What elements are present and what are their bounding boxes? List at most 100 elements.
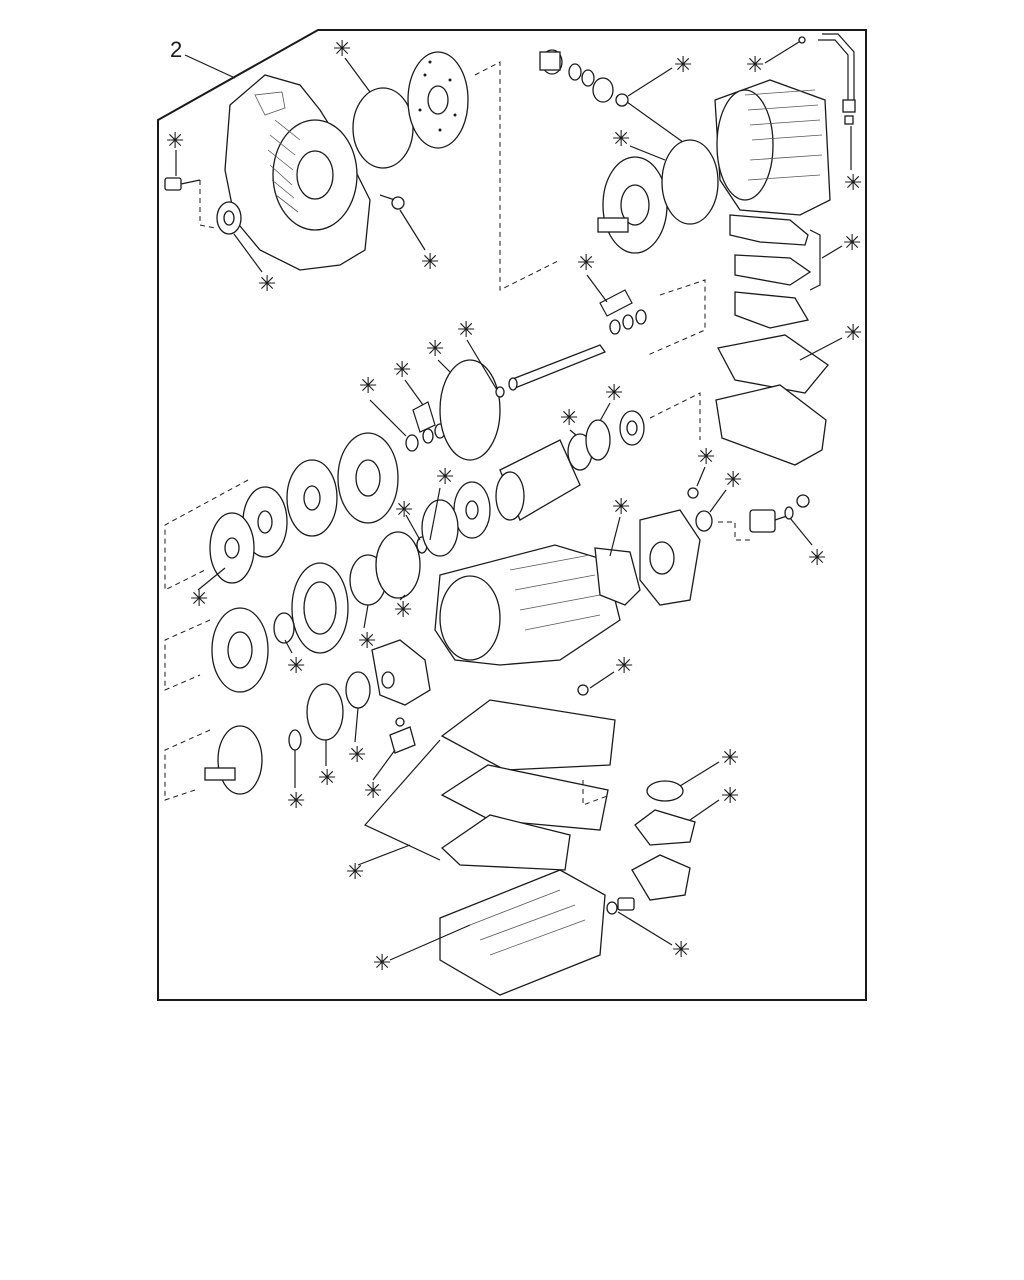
valve-body-gasket-b xyxy=(734,254,812,286)
small-o-ring-case xyxy=(577,684,589,696)
small-o-ring-b xyxy=(581,69,595,87)
svg-text:✳: ✳ xyxy=(672,938,690,963)
small-o-ring-a xyxy=(568,63,582,81)
callout-marker: ✳ xyxy=(821,231,861,259)
valve-body-gasket-a xyxy=(729,214,809,246)
svg-text:✳: ✳ xyxy=(843,231,861,256)
callout-marker: ✳ xyxy=(612,127,666,161)
svg-text:✳: ✳ xyxy=(615,654,633,679)
clutch-piston xyxy=(337,432,399,524)
svg-text:✳: ✳ xyxy=(348,743,366,768)
callout-marker: ✳ xyxy=(333,37,371,93)
speedo-nut xyxy=(796,494,810,508)
friction-disc-mid-c xyxy=(209,512,255,584)
callout-marker: ✳ xyxy=(457,318,498,391)
svg-text:✳: ✳ xyxy=(721,784,739,809)
housing-bolt-left xyxy=(164,177,201,191)
callout-marker: ✳ xyxy=(609,495,630,557)
callout-markers: ✳ ✳ ✳ ✳ ✳ ✳ ✳ ✳ ✳ ✳ ✳ ✳ ✳ ✳ ✳ ✳ ✳ ✳ ✳ ✳ … xyxy=(166,37,862,976)
small-seal-pair xyxy=(389,726,416,754)
clutch-drum xyxy=(291,562,349,654)
bearing-mid xyxy=(619,410,645,446)
callout-marker: ✳ xyxy=(284,639,305,679)
o-ring-left-b xyxy=(422,428,434,444)
callout-marker: ✳ xyxy=(166,129,184,176)
snap-ring-lower-b xyxy=(306,683,344,741)
callout-marker: ✳ xyxy=(789,517,826,571)
pump-seal xyxy=(592,77,614,103)
governor-housing xyxy=(639,509,701,606)
oil-pan-right xyxy=(715,384,827,466)
svg-text:✳: ✳ xyxy=(721,746,739,771)
svg-text:✳: ✳ xyxy=(364,779,382,804)
callout-marker: ✳ xyxy=(364,749,396,804)
assembly-leader-line xyxy=(184,54,236,79)
callout-marker: ✳ xyxy=(844,126,862,196)
callout-marker: ✳ xyxy=(394,594,412,623)
callout-marker: ✳ xyxy=(393,358,424,406)
filter-cover xyxy=(631,854,691,901)
callout-marker: ✳ xyxy=(190,567,226,612)
roller-cage xyxy=(495,439,581,521)
bearing-left xyxy=(273,612,295,644)
svg-text:✳: ✳ xyxy=(394,598,412,623)
svg-text:✳: ✳ xyxy=(166,129,184,154)
svg-text:✳: ✳ xyxy=(612,127,630,152)
callout-marker: ✳ xyxy=(679,746,739,787)
callout-marker: ✳ xyxy=(346,844,411,885)
svg-text:✳: ✳ xyxy=(287,789,305,814)
callout-marker: ✳ xyxy=(426,337,451,373)
callout-marker: ✳ xyxy=(599,381,623,422)
callout-marker: ✳ xyxy=(399,209,439,275)
valve-body-plate-a xyxy=(440,699,616,771)
o-ring-tiny xyxy=(395,717,405,727)
svg-text:✳: ✳ xyxy=(358,629,376,654)
seal-rings-pack xyxy=(599,289,647,335)
input-flange xyxy=(216,201,242,235)
drain-plug xyxy=(606,897,635,915)
svg-text:✳: ✳ xyxy=(333,37,351,62)
ring-gear xyxy=(211,607,269,693)
svg-text:✳: ✳ xyxy=(318,766,336,791)
friction-disc-mid-a xyxy=(286,459,338,537)
clutch-drum-ring xyxy=(439,359,501,461)
svg-text:✳: ✳ xyxy=(190,587,208,612)
housing-bolt-right xyxy=(379,194,405,210)
valve-body-plate-b xyxy=(440,764,609,831)
planetary-carrier xyxy=(453,481,491,539)
svg-text:✳: ✳ xyxy=(421,250,439,275)
output-shaft-gear xyxy=(204,725,263,795)
sun-gear-carrier xyxy=(371,639,431,706)
svg-text:✳: ✳ xyxy=(359,374,377,399)
friction-disc-top xyxy=(407,51,469,149)
diagram-frame xyxy=(157,29,867,1001)
snap-ring-lower-a xyxy=(345,671,371,709)
oil-pan-bottom xyxy=(439,869,606,996)
filter-o-ring xyxy=(646,780,684,802)
shaft-o-ring xyxy=(495,386,505,398)
extension-housing xyxy=(714,79,831,216)
callout-marker: ✳ xyxy=(799,321,862,361)
svg-text:✳: ✳ xyxy=(287,654,305,679)
small-o-ring-c xyxy=(615,93,629,107)
callout-marker: ✳ xyxy=(358,604,376,654)
callout-marker: ✳ xyxy=(746,41,800,78)
svg-text:✳: ✳ xyxy=(577,251,595,276)
svg-text:✳: ✳ xyxy=(346,860,364,885)
callout-marker: ✳ xyxy=(689,784,739,821)
svg-text:✳: ✳ xyxy=(697,445,715,470)
svg-text:✳: ✳ xyxy=(393,358,411,383)
breather-tube xyxy=(798,33,856,125)
svg-text:✳: ✳ xyxy=(258,272,276,297)
svg-text:✳: ✳ xyxy=(395,498,413,523)
svg-text:✳: ✳ xyxy=(436,465,454,490)
callout-marker: ✳ xyxy=(318,740,336,791)
callout-marker: ✳ xyxy=(373,924,471,976)
svg-text:✳: ✳ xyxy=(426,337,444,362)
sealing-ring-b xyxy=(375,531,421,599)
callout-marker: ✳ xyxy=(696,445,715,487)
callout-marker: ✳ xyxy=(395,498,421,541)
svg-text:✳: ✳ xyxy=(612,495,630,520)
transmission-case xyxy=(434,544,621,666)
